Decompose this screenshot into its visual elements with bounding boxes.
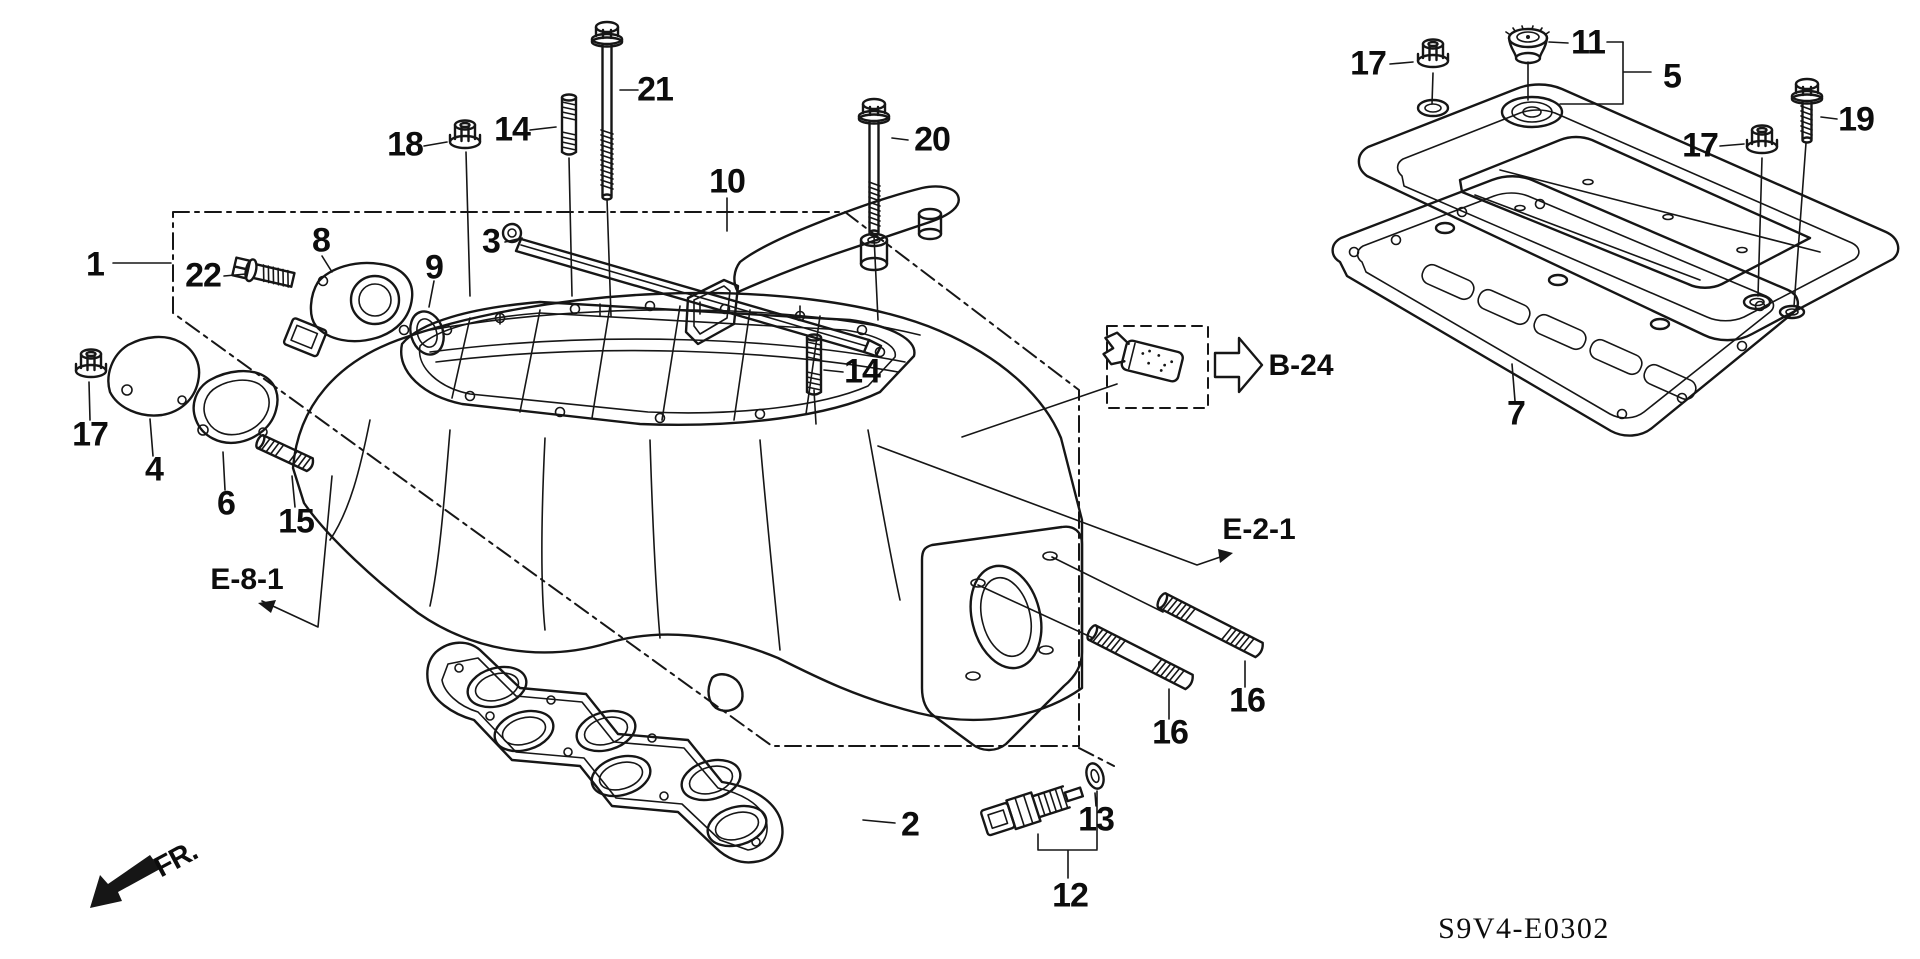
stud-15-drawing bbox=[253, 432, 317, 474]
manifold-cover-5-drawing bbox=[1357, 83, 1900, 342]
callout-1: 1 bbox=[86, 245, 105, 284]
oil-filler-cap-11-drawing bbox=[1505, 25, 1550, 65]
callout-2: 2 bbox=[901, 805, 920, 844]
callout-16-a: 16 bbox=[1152, 713, 1189, 752]
b24-reference-group bbox=[1102, 325, 1264, 409]
fr-direction-arrow-icon bbox=[90, 855, 160, 908]
cover-bolt-bosses bbox=[1416, 95, 1806, 331]
ref-label-e-2-1: E-2-1 bbox=[1222, 513, 1296, 546]
callout-17-cover-a: 17 bbox=[1350, 44, 1387, 83]
callout-5: 5 bbox=[1663, 57, 1682, 96]
bolt-22-drawing bbox=[231, 256, 296, 288]
callout-17-cover-b: 17 bbox=[1682, 126, 1719, 165]
callout-8: 8 bbox=[312, 221, 331, 260]
callout-3: 3 bbox=[482, 222, 501, 261]
stud-14-a-drawing bbox=[560, 93, 578, 156]
sensor-12-drawing bbox=[980, 785, 1085, 837]
nut-17-cover-a-drawing bbox=[1416, 38, 1450, 69]
callout-9: 9 bbox=[425, 248, 444, 287]
callout-14-b: 14 bbox=[844, 352, 881, 391]
stud-16-b-drawing bbox=[1154, 590, 1267, 660]
plate-gasket-6-drawing bbox=[192, 369, 279, 445]
bolt-20-drawing bbox=[857, 97, 891, 237]
nut-17-left-drawing bbox=[74, 348, 108, 379]
callout-11: 11 bbox=[1571, 23, 1606, 62]
ref-label-b-24: B-24 bbox=[1268, 349, 1334, 382]
callout-17-left: 17 bbox=[72, 415, 109, 454]
callout-16-b: 16 bbox=[1229, 681, 1266, 720]
bolt-19-drawing bbox=[1790, 77, 1824, 144]
nut-17-cover-b-drawing bbox=[1745, 124, 1779, 155]
callout-7: 7 bbox=[1507, 394, 1526, 433]
cover-plate-4-drawing bbox=[107, 335, 201, 417]
callout-4: 4 bbox=[145, 450, 164, 489]
callout-6: 6 bbox=[217, 484, 236, 523]
callout-19: 19 bbox=[1838, 100, 1875, 139]
b24-block-arrow-icon bbox=[1213, 336, 1264, 394]
callout-18: 18 bbox=[387, 125, 424, 164]
bolt-21-drawing bbox=[590, 20, 624, 201]
seal-ring-9-drawing bbox=[409, 310, 445, 356]
callout-21: 21 bbox=[637, 70, 674, 109]
callout-22: 22 bbox=[185, 256, 222, 295]
ref-label-e-8-1: E-8-1 bbox=[210, 563, 284, 596]
washer-13-drawing bbox=[1085, 762, 1105, 790]
cover-gasket-7-drawing bbox=[1331, 175, 1800, 437]
callout-15: 15 bbox=[278, 502, 315, 541]
leader-lines bbox=[88, 41, 1838, 879]
manifold-base-gasket-drawing bbox=[426, 641, 784, 864]
stay-plate-3-drawing bbox=[501, 222, 883, 358]
flange-bolt-holes bbox=[965, 551, 1058, 681]
intake-manifold-drawing bbox=[291, 291, 1084, 752]
stud-16-a-drawing bbox=[1084, 622, 1197, 692]
map-sensor-8-drawing bbox=[282, 261, 414, 358]
diagram-code: S9V4-E0302 bbox=[1438, 912, 1610, 945]
callout-12: 12 bbox=[1052, 876, 1089, 915]
callout-13: 13 bbox=[1078, 800, 1115, 839]
nut-18-drawing bbox=[448, 119, 482, 150]
callout-10: 10 bbox=[709, 162, 746, 201]
callout-20: 20 bbox=[914, 120, 951, 159]
stud-14-b-drawing bbox=[805, 333, 823, 396]
callout-14-a: 14 bbox=[494, 110, 531, 149]
